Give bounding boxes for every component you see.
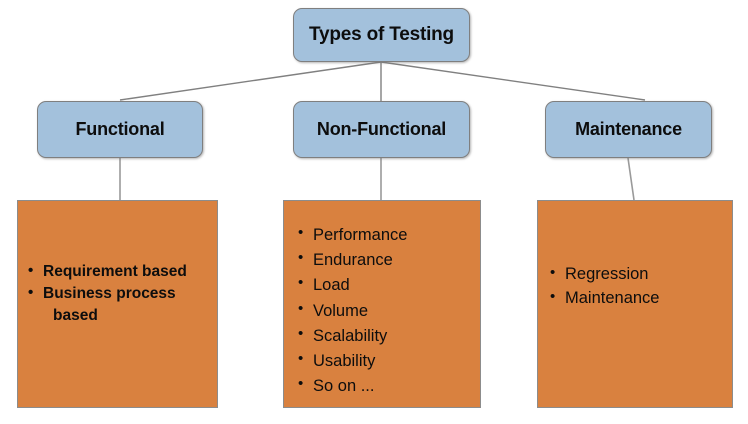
node-maintenance[interactable]: Maintenance [545,101,712,158]
node-functional-label: Functional [75,119,165,139]
list-item-text: Volume [313,301,369,320]
list-item-text: Endurance [313,251,393,270]
node-maintenance-label: Maintenance [575,119,682,139]
list-item-text: Performance [313,226,408,244]
node-types-of-testing[interactable]: Types of Testing [293,8,470,62]
list-item-text: So on ... [313,377,375,396]
list-item-text: Regression [565,265,649,283]
list-item: Performance [298,222,480,248]
panel-non-functional-items: Performance Endurance Load Volume Scalab… [283,200,481,408]
list-item: Endurance [298,247,480,273]
connector-root-to-functional [119,61,382,101]
node-non-functional-label: Non-Functional [316,119,447,139]
list-item: Business process based [28,282,217,327]
list-item-text: Load [313,276,350,295]
list-item: Requirement based [28,260,217,283]
connector-maintenance-to-panel [627,157,635,201]
panel-maintenance-items: Regression Maintenance [537,200,733,408]
list-item-text: Maintenance [565,288,660,307]
node-functional[interactable]: Functional [37,101,203,158]
list-item-text: Usability [313,352,376,371]
list-item-text: Business process [43,285,176,302]
node-non-functional[interactable]: Non-Functional [293,101,470,158]
node-root-label: Types of Testing [309,24,454,45]
list-item: Scalability [298,323,480,349]
list-item: Volume [298,298,480,324]
list-item: Maintenance [550,286,732,311]
functional-item-list: Requirement based Business process based [28,260,217,327]
list-item-text-continued: based [53,307,98,324]
list-item: Usability [298,348,480,374]
maintenance-item-list: Regression Maintenance [550,262,732,311]
connector-root-to-maintenance [380,61,646,101]
non-functional-item-list: Performance Endurance Load Volume Scalab… [298,222,480,400]
list-item: Regression [550,262,732,287]
list-item: Load [298,272,480,298]
list-item: So on ... [298,373,480,399]
list-item-text: Scalability [313,326,388,345]
panel-functional-items: Requirement based Business process based [17,200,218,408]
list-item-text: Requirement based [43,263,187,280]
